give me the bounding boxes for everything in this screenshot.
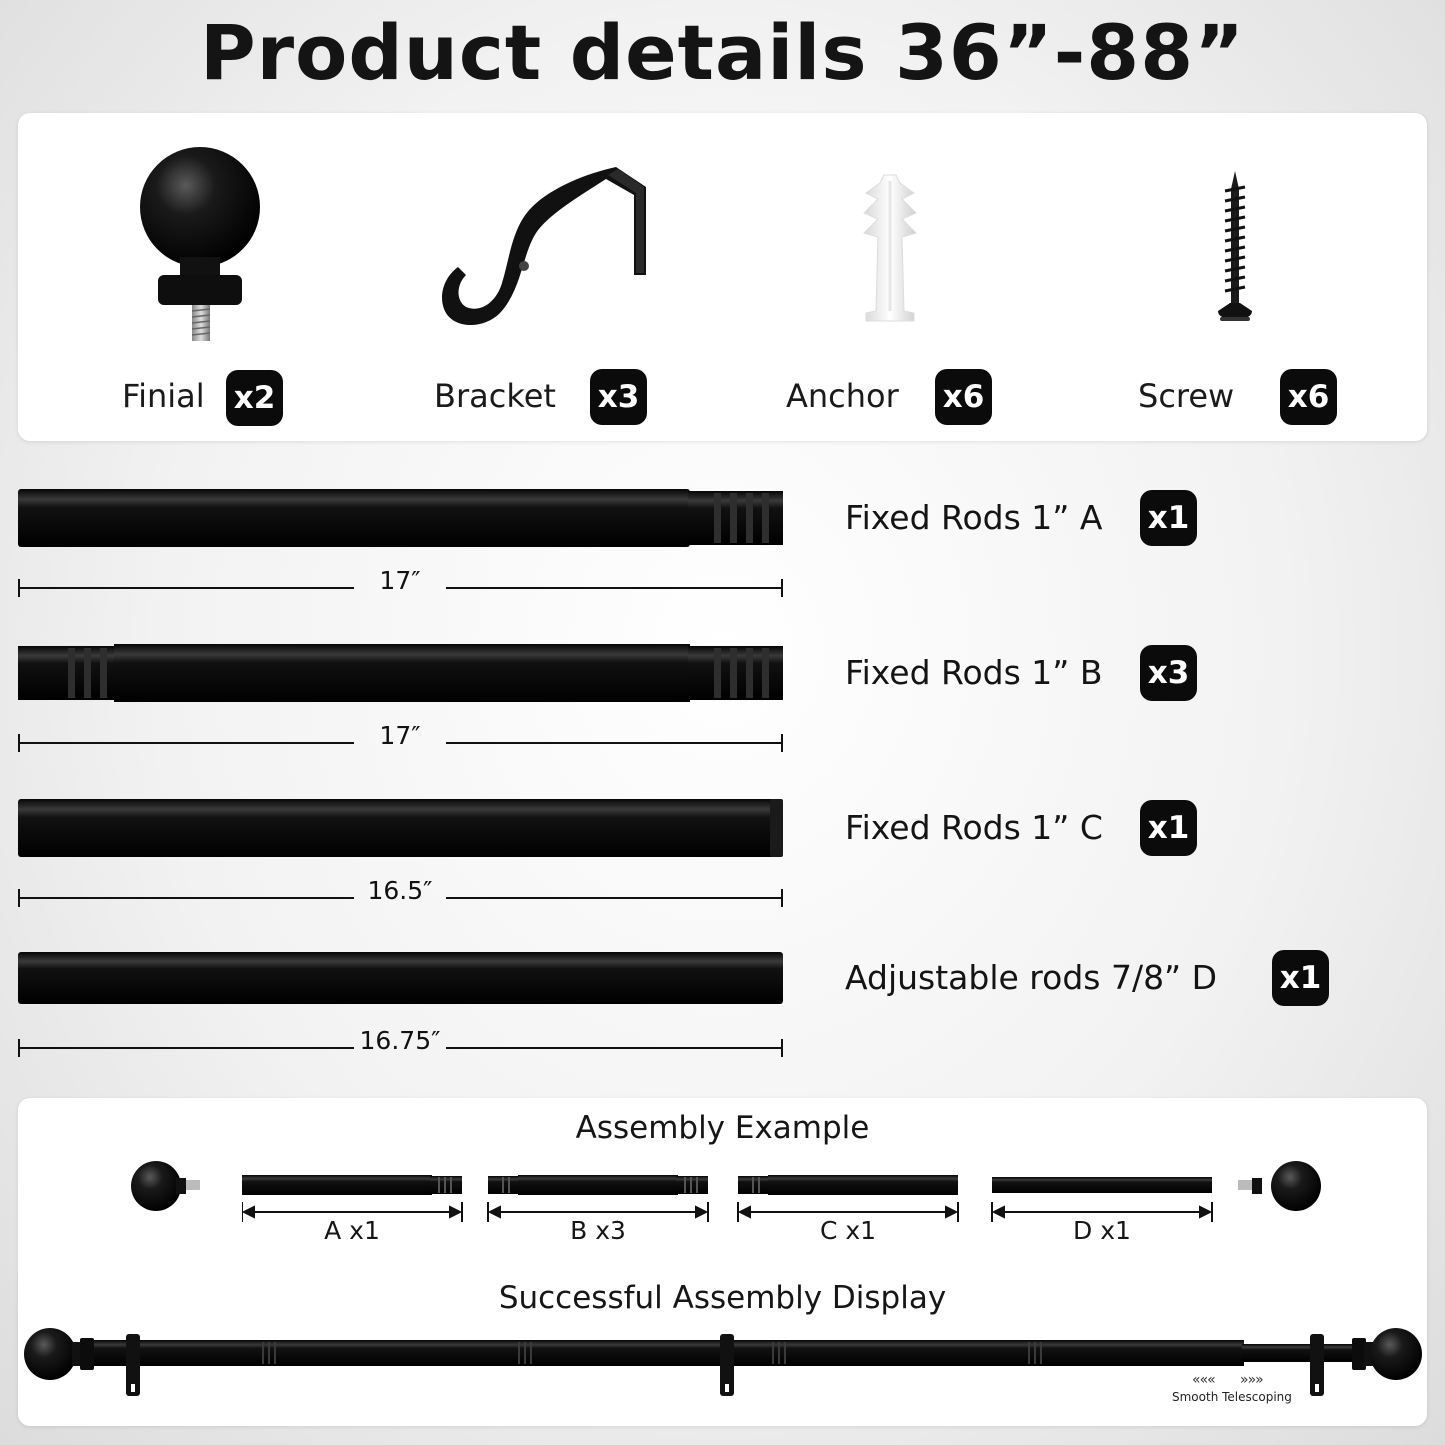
anchor-icon xyxy=(863,174,917,322)
part-label-finial: Finial xyxy=(122,377,205,415)
assembly-display-title: Successful Assembly Display xyxy=(498,1280,947,1316)
svg-text:«««: ««« xyxy=(1192,1372,1215,1388)
assembly-piece-d xyxy=(992,1177,1212,1193)
rod-a-measure: 17″ xyxy=(18,566,783,598)
finial-icon xyxy=(140,147,260,341)
rod-c-qty-badge: x1 xyxy=(1140,800,1197,856)
rod-d-label: Adjustable rods 7/8” D xyxy=(845,958,1218,997)
rod-d-image xyxy=(18,951,783,1005)
assembly-example-title: Assembly Example xyxy=(575,1110,870,1146)
assembly-label-d: D x1 xyxy=(1073,1216,1131,1245)
assembly-piece-b xyxy=(488,1175,708,1195)
assembly-label-c: C x1 xyxy=(819,1216,877,1245)
rod-d-qty-badge: x1 xyxy=(1272,950,1329,1006)
rod-d-length: 16.75″ xyxy=(359,1026,441,1055)
assembly-measure-arrows xyxy=(242,1202,1213,1222)
assembly-finial-right-icon xyxy=(1238,1161,1321,1211)
part-label-anchor: Anchor xyxy=(786,377,899,415)
assembly-label-a: A x1 xyxy=(324,1216,380,1245)
rod-b-length: 17″ xyxy=(379,721,421,750)
assembly-finial-left-icon xyxy=(131,1161,200,1211)
part-label-bracket: Bracket xyxy=(434,377,556,415)
part-label-screw: Screw xyxy=(1138,377,1235,415)
page-title: Product details 36”-88” xyxy=(199,8,1246,97)
assembly-piece-a xyxy=(242,1175,462,1195)
rod-d-measure: 16.75″ xyxy=(18,1026,783,1058)
rod-a-label: Fixed Rods 1” A xyxy=(845,498,1103,537)
rod-b-qty-badge: x3 xyxy=(1140,645,1197,701)
rod-a-qty-badge: x1 xyxy=(1140,490,1197,546)
rod-c-image xyxy=(18,797,783,859)
assembly-piece-c xyxy=(738,1175,958,1195)
rod-b-label: Fixed Rods 1” B xyxy=(845,653,1103,692)
rod-a-image xyxy=(18,487,783,549)
qty-badge-anchor: x6 xyxy=(935,369,992,425)
qty-badge-screw: x6 xyxy=(1280,369,1337,425)
parts-panel: Finial x2 Bracket x3 Anchor x6 xyxy=(18,113,1427,441)
rod-b-measure: 17″ xyxy=(18,721,783,753)
screw-icon xyxy=(1218,171,1252,321)
svg-text:»»»: »»» xyxy=(1240,1372,1263,1388)
smooth-telescoping-label: Smooth Telescoping xyxy=(1172,1390,1292,1404)
assembled-rod-image: ««« »»» xyxy=(24,1328,1422,1396)
bracket-icon xyxy=(442,167,646,325)
qty-badge-bracket: x3 xyxy=(590,369,647,425)
rod-c-length: 16.5″ xyxy=(367,876,433,905)
rod-a-length: 17″ xyxy=(379,566,421,595)
qty-badge-finial: x2 xyxy=(226,370,283,426)
assembly-label-b: B x3 xyxy=(570,1216,626,1245)
rod-b-image xyxy=(18,642,783,704)
rod-c-measure: 16.5″ xyxy=(18,876,783,908)
rod-c-label: Fixed Rods 1” C xyxy=(845,808,1103,847)
assembly-panel: Assembly Example xyxy=(18,1098,1427,1426)
